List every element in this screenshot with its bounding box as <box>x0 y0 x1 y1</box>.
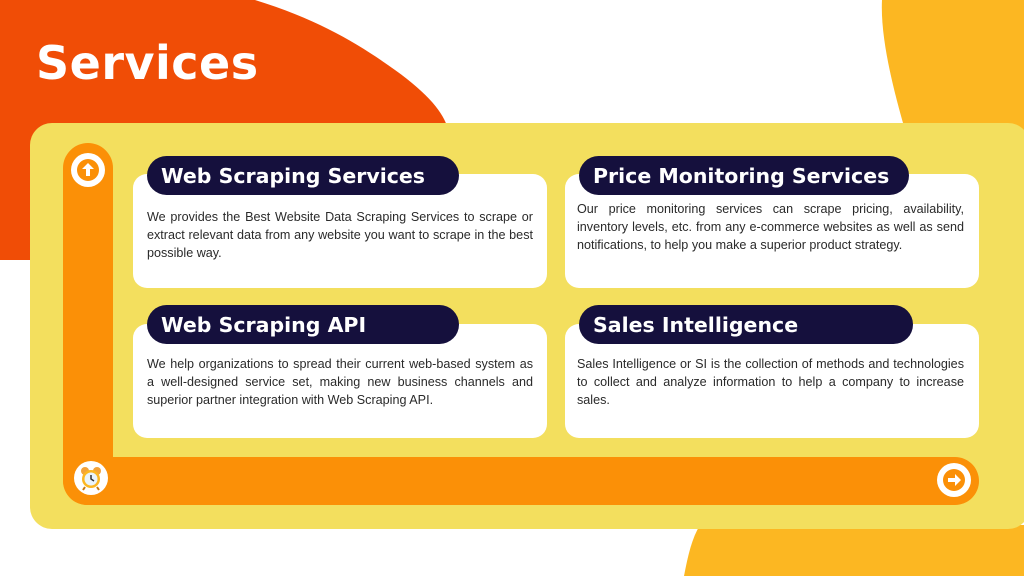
service-card-web-scraping-api: We help organizations to spread their cu… <box>133 324 547 438</box>
service-heading: Price Monitoring Services <box>579 156 909 195</box>
alarm-clock-icon <box>74 461 108 495</box>
service-heading: Sales Intelligence <box>579 305 913 344</box>
corner-blob-top-right <box>881 0 1024 130</box>
service-description: Our price monitoring services can scrape… <box>577 202 964 252</box>
corner-blob-bottom-right <box>684 525 1024 576</box>
service-description: We provides the Best Website Data Scrapi… <box>147 210 533 260</box>
page-title: Services <box>36 36 259 90</box>
arrow-up-icon <box>71 153 105 187</box>
track-horizontal <box>63 457 979 505</box>
service-description: We help organizations to spread their cu… <box>147 357 533 407</box>
service-description: Sales Intelligence or SI is the collecti… <box>577 357 964 407</box>
track-vertical <box>63 143 113 505</box>
service-heading: Web Scraping Services <box>147 156 459 195</box>
service-heading: Web Scraping API <box>147 305 459 344</box>
arrow-right-icon <box>937 463 971 497</box>
